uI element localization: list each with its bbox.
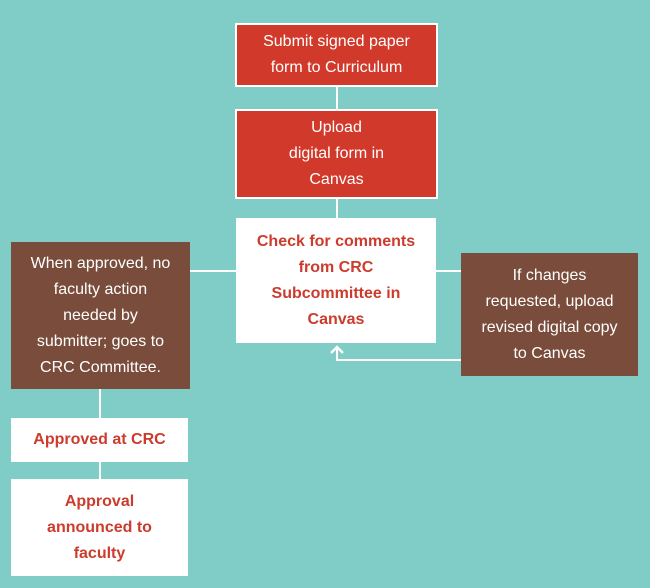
arrowhead-up [330,345,344,354]
node-when-approved: When approved, no faculty action needed … [11,242,190,389]
node-submit-paper: Submit signed paper form to Curriculum [235,23,438,87]
connector-changes-return [336,347,461,361]
node-check-comments: Check for comments from CRC Subcommittee… [236,218,436,343]
node-approved-crc: Approved at CRC [11,418,188,462]
node-if-changes: If changes requested, upload revised dig… [461,253,638,376]
node-approval-announced: Approval announced to faculty [11,479,188,576]
node-upload-digital: Upload digital form in Canvas [235,109,438,199]
